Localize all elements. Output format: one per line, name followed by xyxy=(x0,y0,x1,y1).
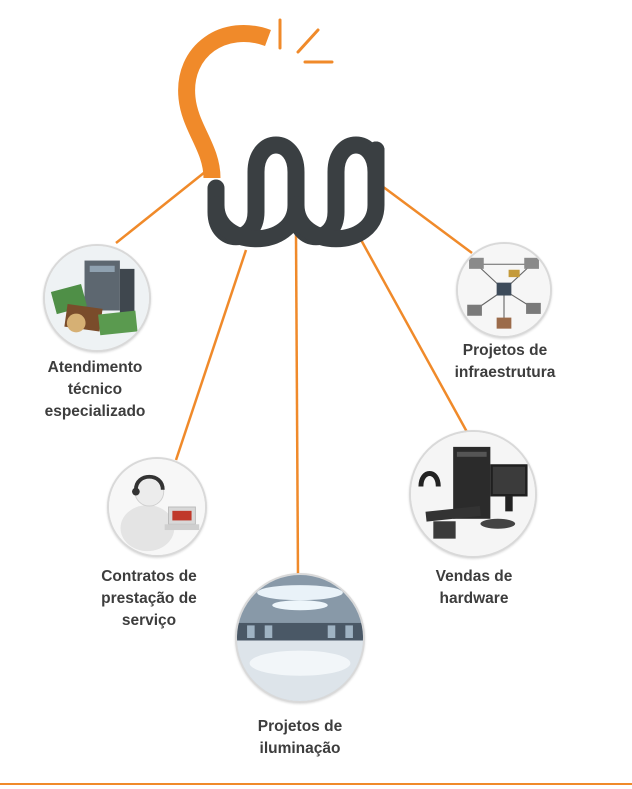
label-line: Projetos de xyxy=(257,718,343,735)
connector-infraestrutura xyxy=(381,184,473,255)
bottom-divider xyxy=(0,783,632,785)
label-line: infraestrutura xyxy=(454,364,556,381)
label-line: especializado xyxy=(44,403,146,420)
connector-iluminacao xyxy=(294,234,300,579)
label-line: Atendimento xyxy=(47,359,143,376)
label-line: Projetos de xyxy=(462,342,548,359)
label-line: hardware xyxy=(439,590,509,607)
label-line: Contratos de xyxy=(101,568,197,585)
connector-contratos xyxy=(174,249,248,461)
label-hardware: Vendas de hardware xyxy=(399,566,549,610)
label-line: técnico xyxy=(67,381,123,398)
computer-chips-icon xyxy=(43,244,151,352)
lit-hallway-icon xyxy=(235,573,365,703)
light-rays-icon xyxy=(278,18,334,64)
label-line: serviço xyxy=(121,612,177,629)
connector-atendimento xyxy=(115,171,206,244)
label-line: Vendas de xyxy=(435,568,513,585)
bulb-arc xyxy=(178,25,271,179)
label-iluminacao: Projetos de iluminação xyxy=(225,716,375,760)
label-atendimento: Atendimento técnico especializado xyxy=(20,357,170,423)
connector-lines xyxy=(115,171,473,579)
label-infraestrutura: Projetos de infraestrutura xyxy=(430,340,580,384)
connector-hardware xyxy=(358,237,469,433)
headset-figure-icon xyxy=(107,457,207,557)
label-line: iluminação xyxy=(259,740,341,757)
desktop-workstation-icon xyxy=(409,430,537,558)
label-contratos: Contratos de prestação de serviço xyxy=(74,566,224,632)
network-diagram-icon xyxy=(456,242,552,338)
label-line: prestação de xyxy=(101,590,197,607)
lightbulb-w-logo xyxy=(178,18,385,248)
